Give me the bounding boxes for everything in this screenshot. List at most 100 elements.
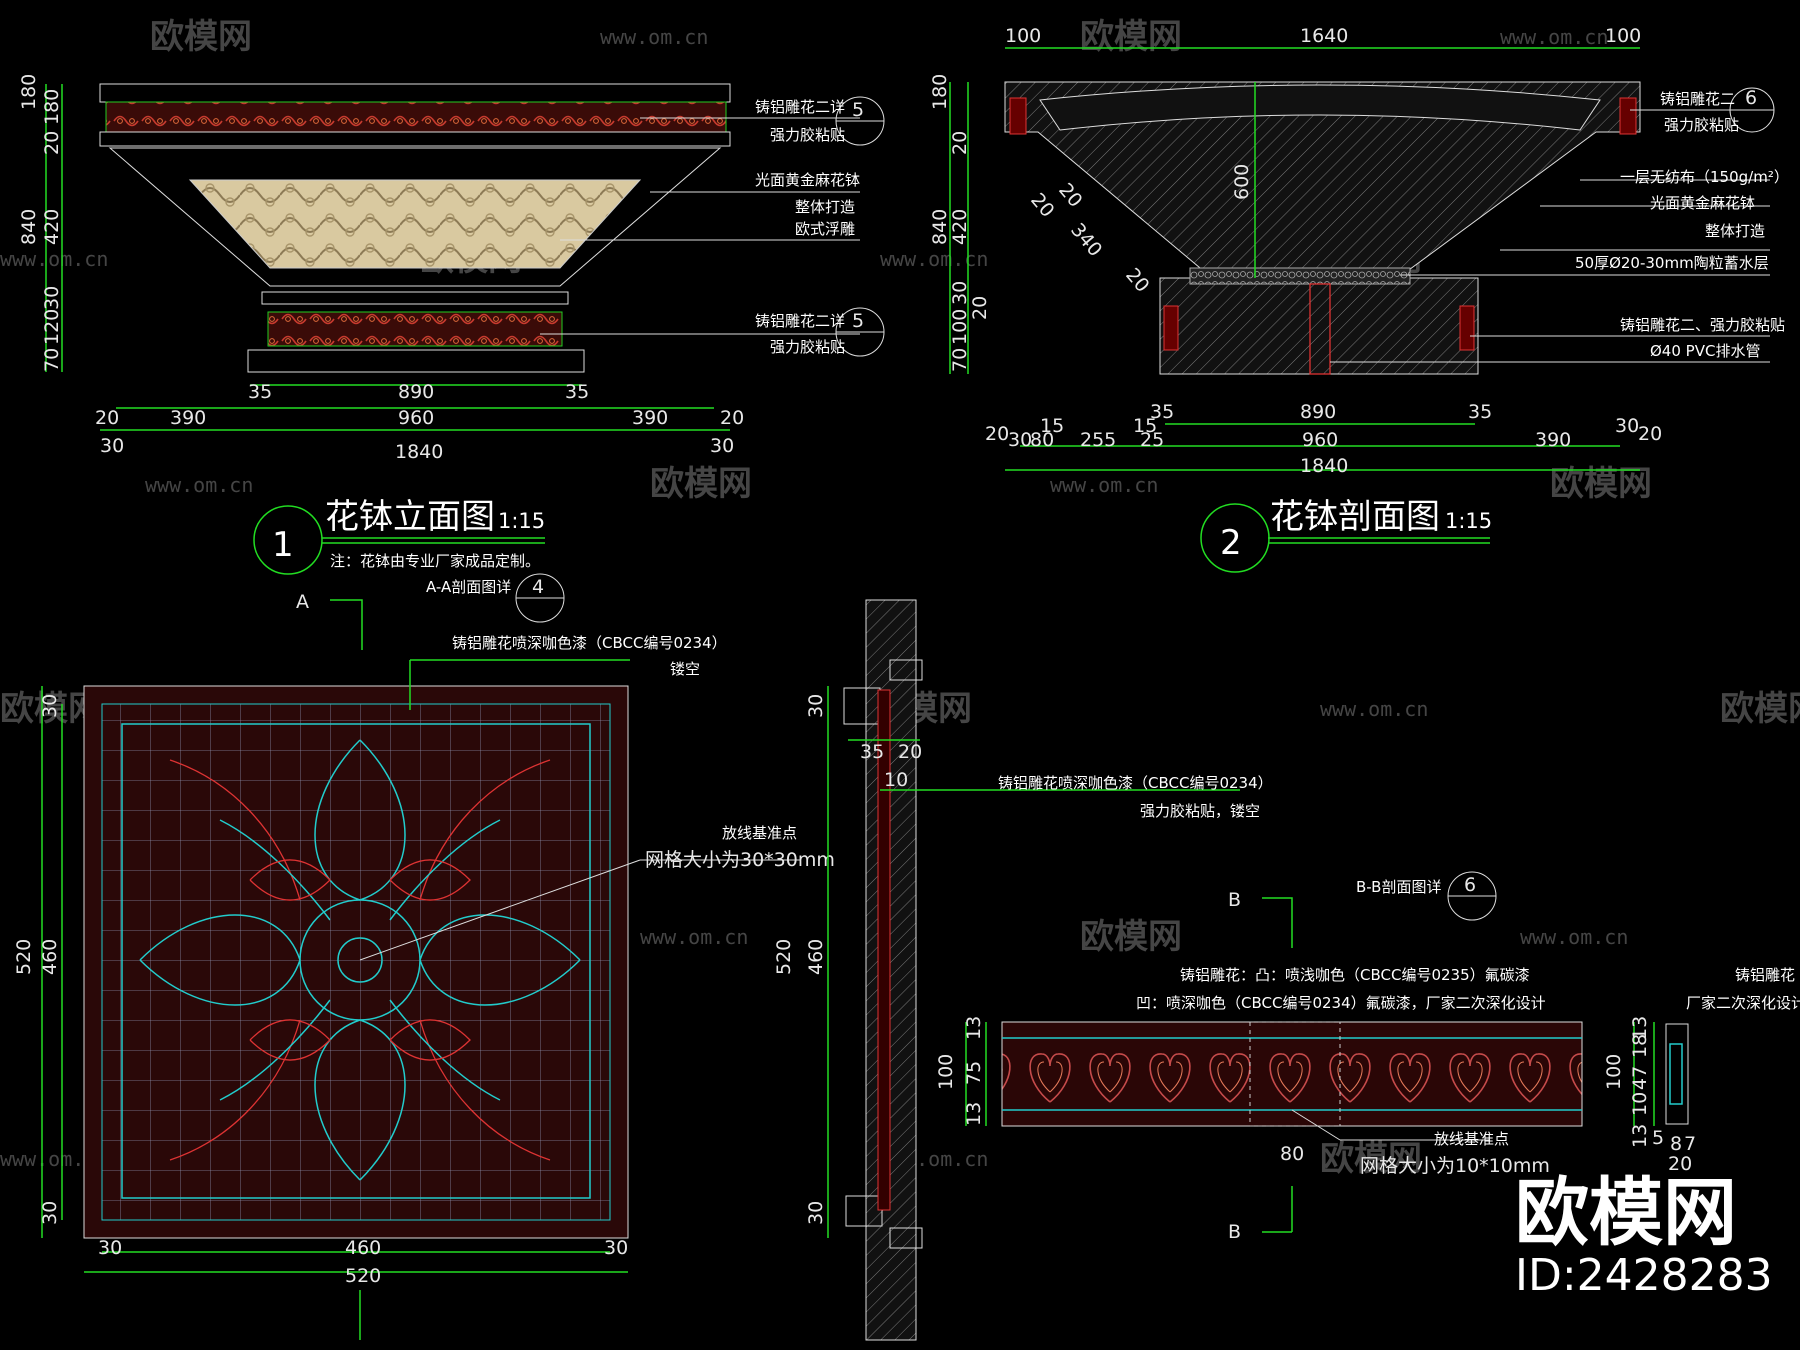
callout-label: 铸铝雕花二详 [755,312,845,330]
dim-text: 30 [1615,415,1639,437]
dim-text: 30 [710,435,734,457]
dim-text: 100 [949,309,971,345]
view-number: 2 [1220,523,1242,563]
ornament-inset [1009,97,1027,135]
watermark-logo: 欧模网 [1720,689,1800,729]
view4-panel-section: 铸铝雕花喷深咖色漆（CBCC编号0234） 强力胶粘贴，镂空 30 35 20 … [773,599,1273,1341]
dim-text: 20 [41,131,63,155]
callout-label: Ø40 PVC排水管 [1650,342,1760,360]
view-scale: 1:15 [498,509,545,533]
dim-text: 340 [1066,219,1106,261]
dim-text: 10 [1629,1092,1651,1116]
dim-text: 1640 [1300,25,1348,47]
dim-text: 100 [1005,25,1041,47]
watermark-logo: 欧模网 [150,17,252,57]
detail-ref-number: 5 [852,99,864,121]
dim-text: 1840 [1300,455,1348,477]
watermark-url: www.om.cn [1050,473,1158,497]
dim-text: 30 [604,1237,628,1259]
dim-text: 25 [1140,429,1164,451]
detail-ref-number: 6 [1464,874,1476,896]
dim-text: 35 [1468,401,1492,423]
dim-text: 100 [935,1054,957,1090]
dim-text: 460 [345,1237,381,1259]
callout-label: 强力胶粘贴 [770,338,845,356]
callout-label: 铸铝雕花二 [1660,90,1735,108]
grid-zone [1249,1021,1341,1127]
ornament-band [1001,1021,1583,1127]
bowl-body [108,147,722,287]
dim-text: 10 [884,769,908,791]
model-id-label: ID:2428283 [1515,1250,1773,1301]
dim-text: 15 [1040,415,1064,437]
callout-label: 整体打造 [795,198,855,216]
section-mark: B [1228,1221,1241,1243]
dim-text: 30 [39,694,61,718]
callout-label: 铸铝雕花喷深咖色漆（CBCC编号0234） [998,774,1273,792]
section-line [1262,897,1293,948]
dim-text: 20 [1121,264,1153,297]
dim-text: 960 [1302,429,1338,451]
dim-lines [827,686,1240,1238]
watermark-logo: 欧模网 [1320,1139,1422,1179]
dim-text: 30 [805,1201,827,1225]
watermark-logo: 欧模网 [650,464,752,504]
ornament-band-bottom [267,311,563,347]
watermark-url: www.om.cn [0,247,108,271]
callout-label: 铸铝雕花二详 [755,98,845,116]
dim-text: 120 [41,309,63,345]
dim-text: 35 [248,381,272,403]
callout-label: 强力胶粘贴，镂空 [1140,802,1260,820]
callout-label: 凹：喷深咖色（CBCC编号0234）氟碳漆，厂家二次深化设计 [1136,994,1546,1012]
base [247,349,585,373]
view-title: 花钵立面图 [325,497,495,537]
dim-text: 20 [95,407,119,429]
watermark-url: www.om.cn [145,473,253,497]
dim-text: 20 [1668,1153,1692,1175]
dim-text: 75 [963,1061,985,1085]
dim-text: 30 [41,286,63,310]
dim-text: 47 [1629,1066,1651,1090]
dim-text: 520 [773,939,795,975]
view2-section: 6 铸铝雕花二 强力胶粘贴 一层无纺布（150g/m²） 光面黄金麻花钵 整体打… [929,25,1789,573]
dim-text: 420 [41,209,63,245]
dim-text: 420 [949,209,971,245]
callout-label: 整体打造 [1705,222,1765,240]
panel-ornament [139,739,581,1181]
dim-text: 80 [1280,1143,1304,1165]
detail-ref-number: 4 [532,576,544,598]
dim-text: 8 [1670,1133,1682,1155]
dim-text: 460 [805,939,827,975]
callout-label: 一层无纺布（150g/m²） [1620,168,1789,186]
callout-label: 放线基准点 [1434,1130,1509,1148]
dim-text: 890 [398,381,434,403]
top-ledge [99,131,731,147]
dim-lines [41,659,630,1340]
callout-label: 镂空 [670,660,700,678]
view1-elevation: 5 5 铸铝雕花二详 强力胶粘贴 光面黄金麻花钵 整体打造 欧式浮雕 铸铝雕花二… [18,74,885,575]
callout-label: 放线基准点 [722,824,797,842]
dim-lines [45,84,730,431]
dim-text: 7 [1684,1133,1696,1155]
view5-band-detail: B B-B剖面图详 6 铸铝雕花：凸：喷浅咖色（CBCC编号0235）氟碳漆 凹… [935,871,1800,1243]
dim-text: 840 [929,209,951,245]
dim-text: 30 [39,1201,61,1225]
dim-text: 15 [1133,415,1157,437]
pvc-pipe [1309,283,1331,375]
watermark-url: www.om.cn [600,25,708,49]
dim-text: 35 [860,741,884,763]
detail-ref-number: 6 [1745,87,1757,109]
dim-text: 35 [1150,401,1174,423]
callout-leaders [1330,109,1770,363]
dim-text: 390 [170,407,206,429]
callout-label: 50厚Ø20-30mm陶粒蓄水层 [1575,254,1769,272]
view-number-circle [253,505,323,575]
watermark-logo: 欧模网 [1080,917,1182,957]
dim-text: 20 [949,131,971,155]
watermark-url: www.om.cn [1500,25,1608,49]
callout-label: 厂家二次深化设计 [1686,994,1800,1012]
dim-lines [965,1022,1655,1233]
watermark-logo: 欧模网 [1080,17,1182,57]
dim-text: 13 [1629,1124,1651,1148]
